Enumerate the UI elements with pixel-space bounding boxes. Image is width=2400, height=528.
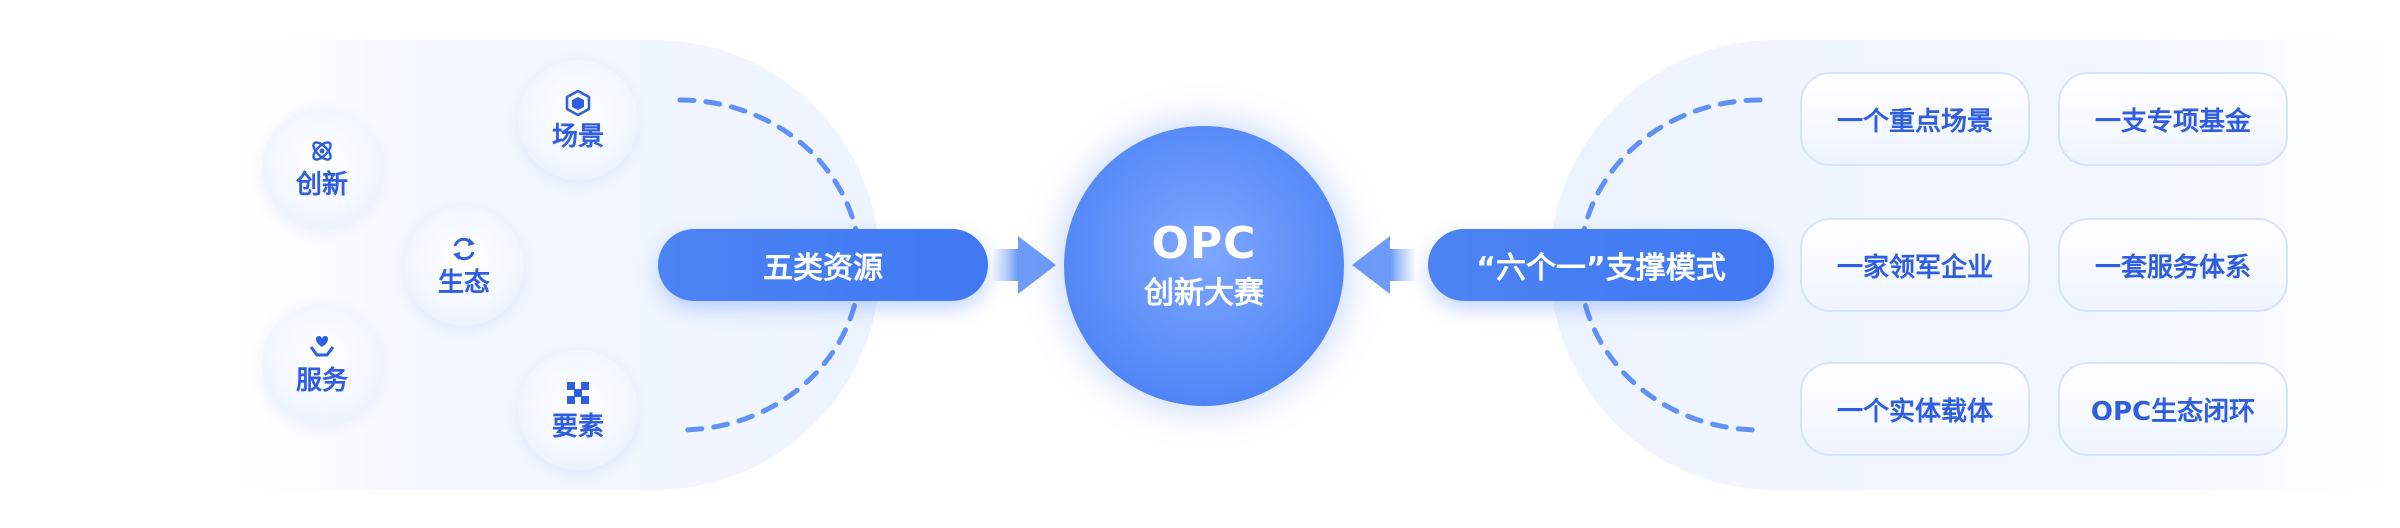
opc-center-circle: OPC 创新大赛 — [1064, 126, 1344, 406]
resource-label: 生态 — [437, 268, 490, 298]
model-card: OPC生态闭环 — [2058, 362, 2288, 456]
resource-ecology: 生态 — [404, 206, 524, 326]
support-model-title: “六个一”支撑模式 — [1476, 251, 1726, 286]
model-card: 一个实体载体 — [1800, 362, 2030, 456]
grid-squares-icon — [563, 378, 593, 408]
five-resources-title: 五类资源 — [763, 251, 883, 286]
model-card: 一套服务体系 — [2058, 218, 2288, 312]
five-resources-pill: 五类资源 — [658, 229, 988, 301]
resource-service: 服务 — [262, 304, 382, 424]
center-title: OPC — [1151, 218, 1257, 269]
resource-scenario: 场景 — [518, 60, 638, 180]
model-card-label: 一家领军企业 — [1836, 252, 1993, 283]
model-card-label: 一支专项基金 — [2094, 106, 2251, 137]
resource-label: 创新 — [295, 170, 348, 200]
resource-label: 场景 — [551, 122, 604, 152]
resource-label: 要素 — [551, 412, 604, 442]
hand-heart-icon — [307, 332, 337, 362]
resource-label: 服务 — [295, 366, 348, 396]
model-card: 一支专项基金 — [2058, 72, 2288, 166]
atom-icon — [307, 136, 337, 166]
model-card-label: OPC生态闭环 — [2090, 396, 2256, 427]
center-subtitle: 创新大赛 — [1144, 276, 1264, 311]
model-card-label: 一套服务体系 — [2094, 252, 2251, 283]
cube-icon — [563, 88, 593, 118]
support-model-pill: “六个一”支撑模式 — [1428, 229, 1774, 301]
resource-innovation: 创新 — [262, 108, 382, 228]
right-pointing-arrow — [992, 236, 1056, 294]
model-card-label: 一个实体载体 — [1836, 396, 1993, 427]
model-card-label: 一个重点场景 — [1836, 106, 1993, 137]
model-card: 一家领军企业 — [1800, 218, 2030, 312]
cycle-arrows-icon — [449, 234, 479, 264]
model-card: 一个重点场景 — [1800, 72, 2030, 166]
resource-factor: 要素 — [518, 350, 638, 470]
left-pointing-arrow — [1352, 236, 1416, 294]
